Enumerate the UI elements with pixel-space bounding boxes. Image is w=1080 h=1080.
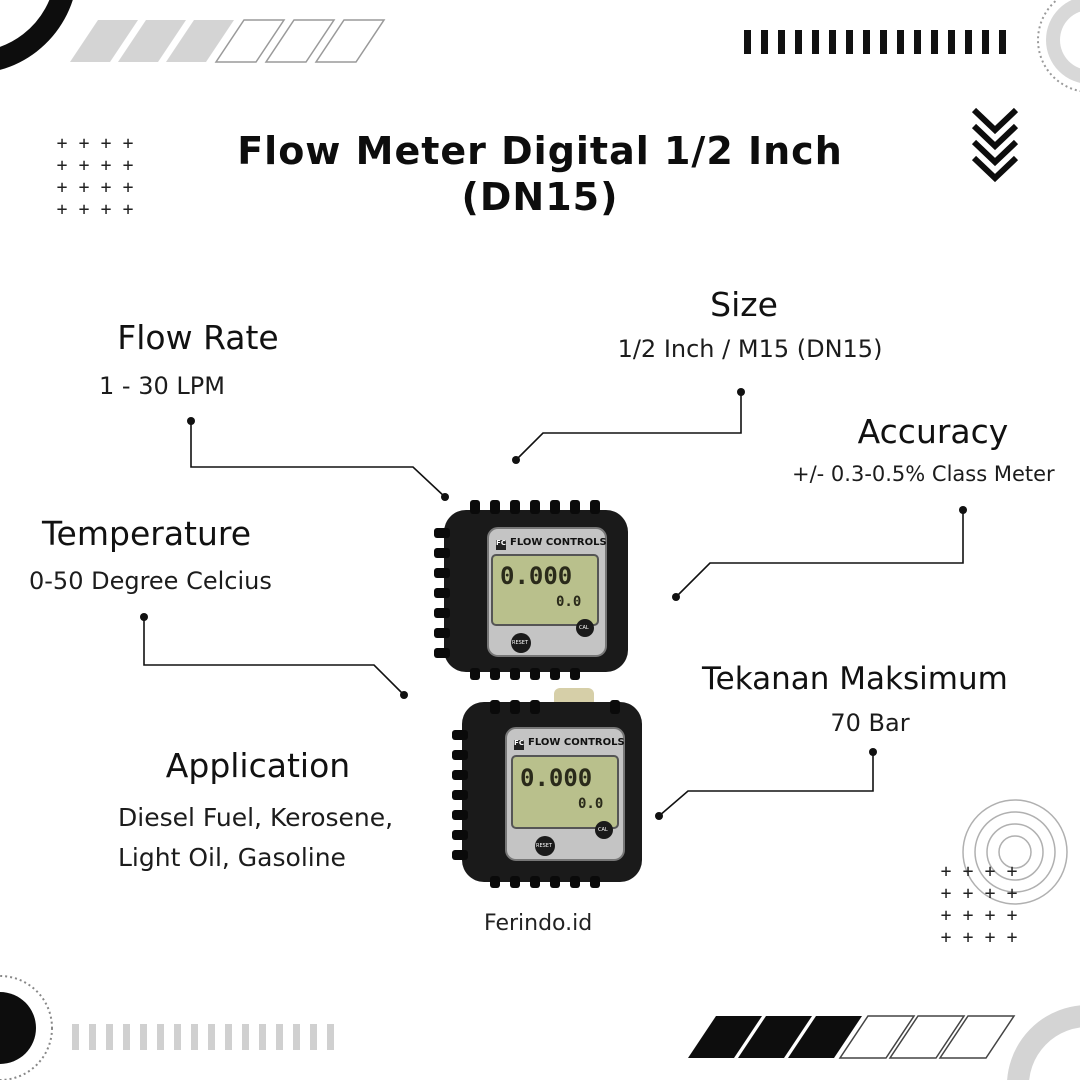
bottom-meter-lcd-sub: 0.0 <box>578 796 604 812</box>
page-title-line2: (DN15) <box>461 175 619 219</box>
chevron-down-icon <box>971 107 1019 183</box>
bottom-meter-lcd-main: 0.000 <box>520 764 593 792</box>
corner-circle-bottom-left <box>0 975 53 1080</box>
bottom-meter-logo: FC <box>514 739 524 747</box>
spec-accuracy-value: +/- 0.3-0.5% Class Meter <box>792 462 1055 486</box>
page-title-line1: Flow Meter Digital 1/2 Inch <box>237 129 843 173</box>
spec-accuracy-label: Accuracy <box>857 412 1009 451</box>
plus-grid-icon: ++++ ++++ ++++ ++++ <box>56 133 134 220</box>
connector-accuracy <box>675 510 964 598</box>
spec-application-label: Application <box>165 746 351 785</box>
concentric-circles-icon <box>962 799 1068 905</box>
barcode-bars-top-right <box>744 30 1006 54</box>
product-image-bottom-meter <box>452 688 642 888</box>
top-meter-lcd-sub: 0.0 <box>556 594 582 610</box>
spec-flow-rate-label: Flow Rate <box>117 318 279 357</box>
top-meter-brand: FLOW CONTROLS <box>510 537 607 548</box>
bottom-meter-reset-button: RESET <box>536 843 553 849</box>
corner-ring-bottom-right <box>1007 1005 1080 1080</box>
spec-application-value-line2: Light Oil, Gasoline <box>118 843 346 872</box>
spec-flow-rate-value: 1 - 30 LPM <box>99 372 225 400</box>
connector-flow-rate <box>190 421 446 498</box>
top-meter-logo: FC <box>496 539 506 547</box>
spec-pressure-label: Tekanan Maksimum <box>702 661 1008 697</box>
top-meter-lcd-main: 0.000 <box>500 562 573 590</box>
plus-grid-icon-bottom: ++++ ++++ ++++ ++++ <box>940 861 1018 948</box>
spec-application-value-line1: Diesel Fuel, Kerosene, <box>118 803 394 832</box>
diagonal-stripes-top-left <box>70 19 386 63</box>
page-title: Flow Meter Digital 1/2 Inch (DN15) <box>180 128 900 220</box>
connector-pressure <box>658 752 874 817</box>
spec-temperature-label: Temperature <box>42 514 252 553</box>
product-image-top-meter <box>434 500 628 680</box>
top-meter-reset-button: RESET <box>512 640 529 646</box>
connector-size <box>515 392 742 461</box>
connector-lines <box>143 392 964 817</box>
corner-ring-top-left <box>0 0 73 70</box>
spec-pressure-value: 70 Bar <box>830 709 910 737</box>
spec-size-value: 1/2 Inch / M15 (DN15) <box>617 335 883 363</box>
connector-temperature <box>143 617 405 696</box>
brand-watermark: Ferindo.id <box>484 911 593 936</box>
top-meter-cal-button: CAL <box>579 625 589 631</box>
diagonal-stripes-bottom-right <box>688 1015 1016 1059</box>
spec-temperature-value: 0-50 Degree Celcius <box>29 567 272 595</box>
bottom-meter-brand: FLOW CONTROLS <box>528 737 625 748</box>
spec-size-label: Size <box>710 285 778 324</box>
barcode-bars-bottom-left <box>72 1024 334 1050</box>
bottom-meter-cal-button: CAL <box>598 827 608 833</box>
corner-circle-top-right <box>1037 0 1080 93</box>
connector-dots <box>140 388 967 820</box>
